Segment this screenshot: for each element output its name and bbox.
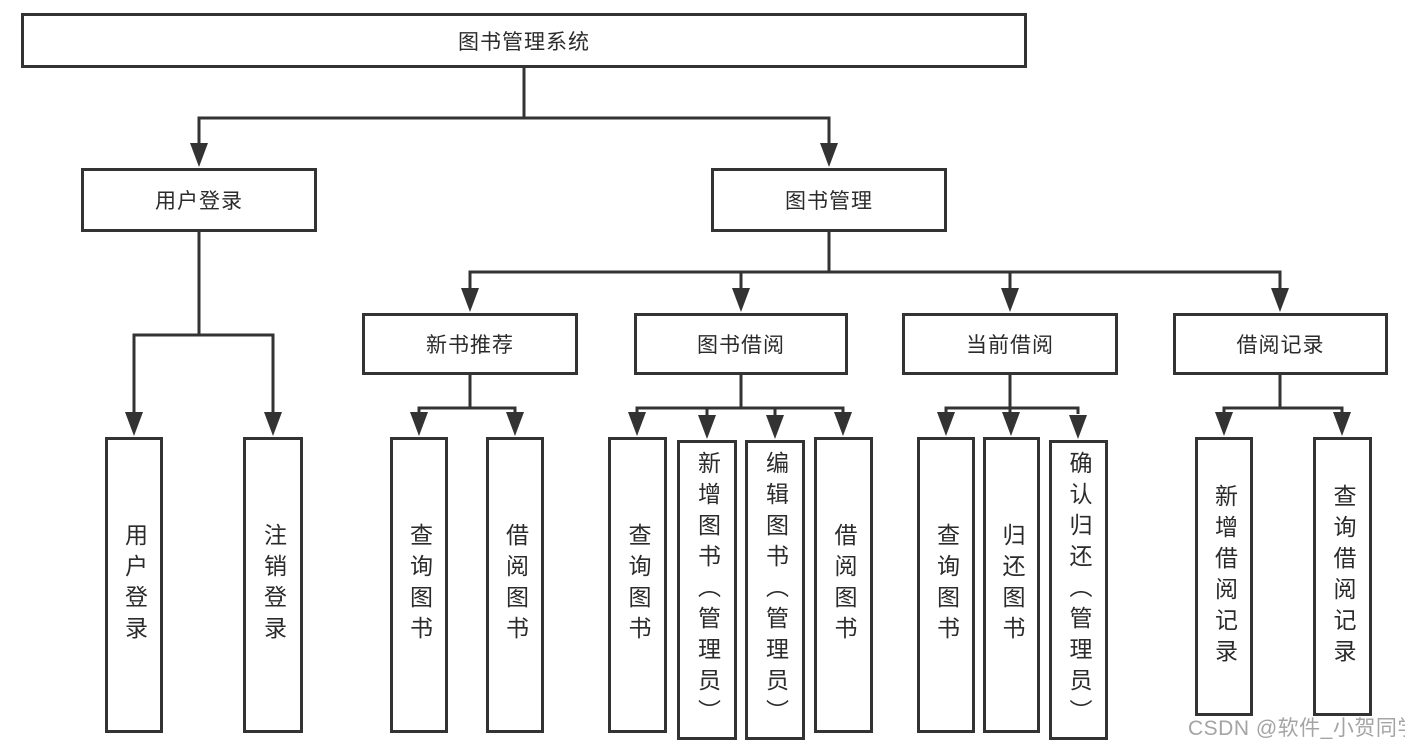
- leaf-return-books: 归还图书: [983, 437, 1040, 733]
- node-label: 借阅图书: [502, 523, 529, 647]
- node-label: 图书借阅: [697, 334, 785, 357]
- node-label: 查询图书: [406, 523, 433, 647]
- node-label: 注销登录: [260, 523, 287, 647]
- node-label: 用户登录: [155, 190, 243, 213]
- node-label: 用户登录: [121, 523, 148, 647]
- node-label: 确认归还（管理员）: [1066, 450, 1092, 730]
- leaf-borrow-books-borrowing: 借阅图书: [814, 437, 873, 733]
- node-label: 新增借阅记录: [1211, 483, 1238, 670]
- node-label: 当前借阅: [966, 334, 1054, 357]
- leaf-edit-book-admin: 编辑图书（管理员）: [745, 440, 805, 740]
- node-label: 借阅记录: [1236, 334, 1325, 357]
- node-library-management-system: 图书管理系统: [21, 13, 1027, 68]
- node-label: 查询图书: [625, 523, 651, 647]
- node-label: 查询图书: [933, 523, 960, 647]
- node-label: 归还图书: [999, 523, 1025, 647]
- node-new-book-recommend: 新书推荐: [362, 313, 578, 375]
- node-label: 图书管理: [785, 190, 873, 213]
- leaf-logout: 注销登录: [243, 437, 303, 733]
- node-book-management: 图书管理: [711, 168, 947, 232]
- node-label: 新书推荐: [426, 334, 514, 357]
- node-label: 查询借阅记录: [1330, 483, 1356, 670]
- node-label: 借阅图书: [831, 523, 857, 647]
- leaf-user-login: 用户登录: [105, 437, 163, 733]
- leaf-add-borrow-record: 新增借阅记录: [1195, 437, 1253, 716]
- node-current-borrowing: 当前借阅: [902, 313, 1118, 375]
- leaf-borrow-books-recommend: 借阅图书: [486, 437, 544, 733]
- node-label: 图书管理系统: [458, 30, 590, 54]
- leaf-confirm-return-admin: 确认归还（管理员）: [1049, 440, 1108, 740]
- node-label: 新增图书（管理员）: [694, 450, 721, 730]
- leaf-query-books-borrowing: 查询图书: [608, 437, 667, 733]
- node-borrowing-records: 借阅记录: [1173, 313, 1388, 375]
- arrowheads: [125, 143, 1351, 439]
- node-label: 编辑图书（管理员）: [762, 450, 789, 730]
- leaf-add-book-admin: 新增图书（管理员）: [677, 440, 737, 740]
- node-book-borrowing: 图书借阅: [634, 313, 848, 375]
- csdn-watermark: CSDN @软件_小贺同学: [1188, 717, 1405, 740]
- leaf-query-books-current: 查询图书: [917, 437, 975, 733]
- leaf-query-borrow-record: 查询借阅记录: [1313, 437, 1372, 716]
- node-user-login: 用户登录: [81, 168, 317, 232]
- leaf-query-books-recommend: 查询图书: [390, 437, 448, 733]
